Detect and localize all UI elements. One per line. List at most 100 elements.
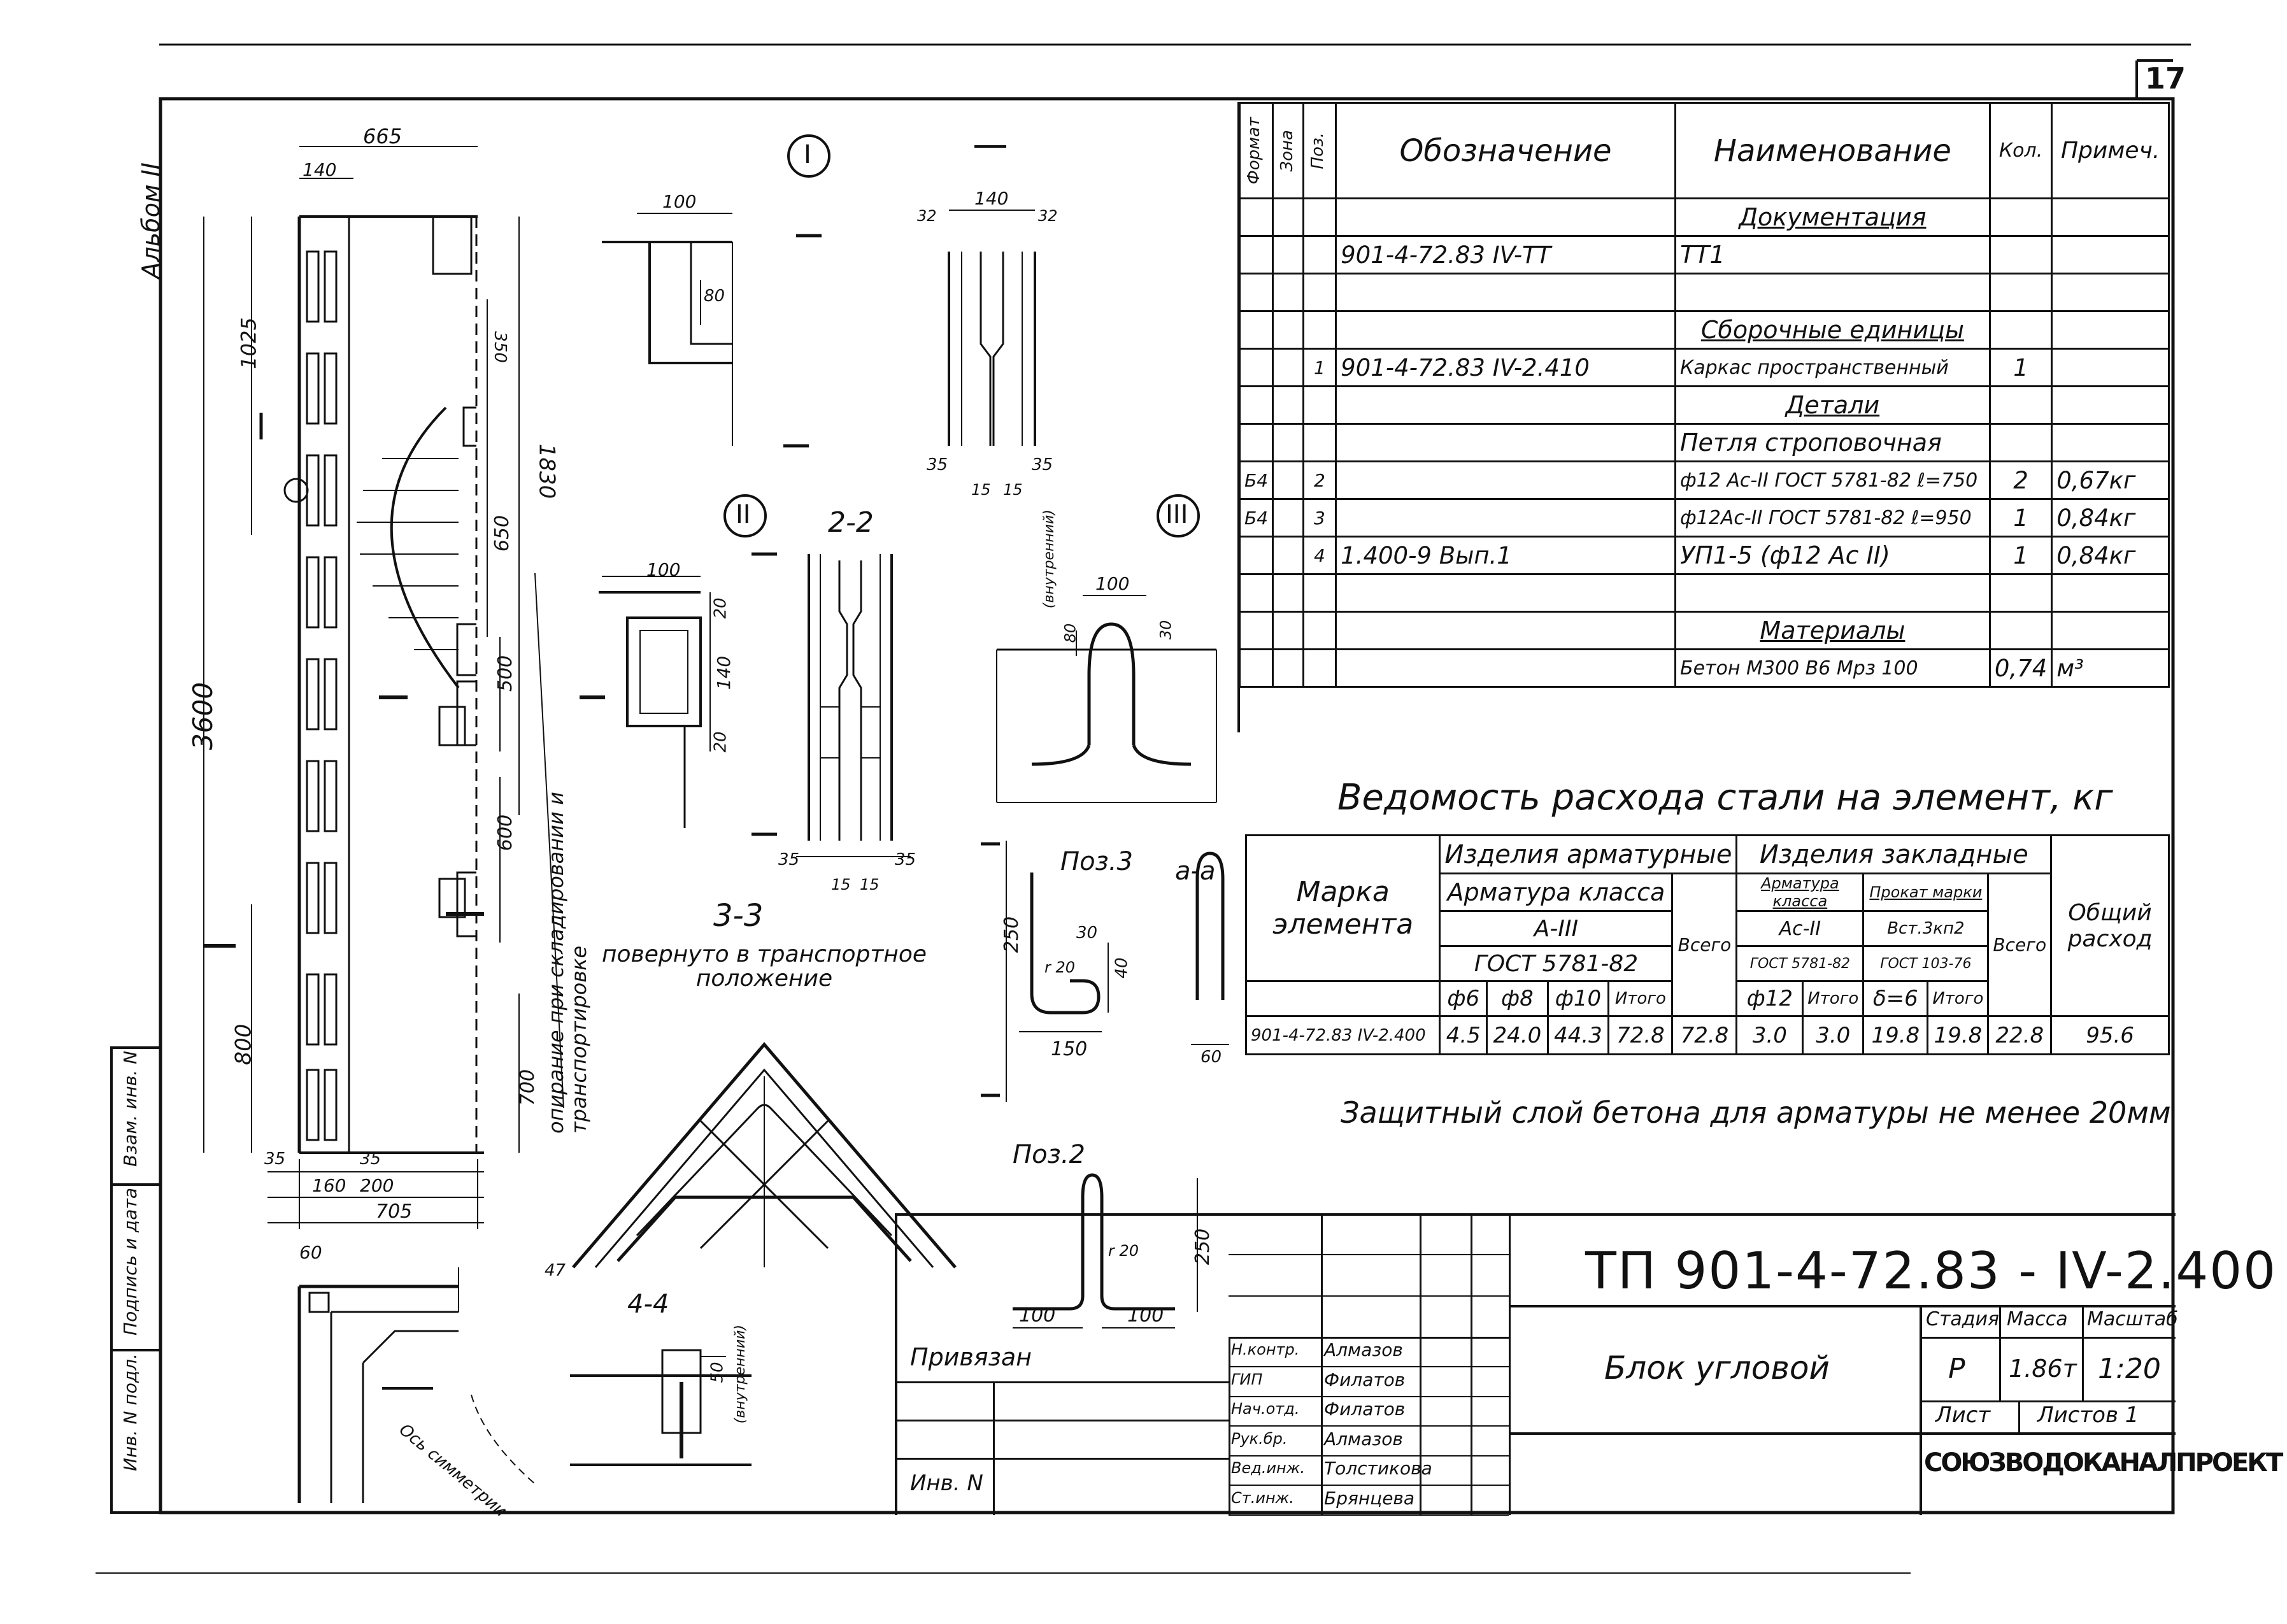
spec-cell-name: УП1-5 (ф12 Ас II) [1674,536,1991,575]
dim-140-II: 140 [713,656,734,690]
steel-h-embed: Изделия закладные [1735,834,2053,874]
dim-250-pos3: 250 [1001,916,1023,953]
spec-h-zone: Зона [1278,129,1297,172]
label-detail-II: II [736,500,751,529]
dim-35-sec1-r: 35 [1032,455,1053,474]
dim-80-III: 80 [1061,623,1079,643]
dim-150-pos3: 150 [1051,1038,1088,1060]
spec-cell-pos: 1 [1302,348,1337,387]
spec-cell-pos [1302,423,1337,462]
dim-650: 650 [491,515,513,552]
dim-80-III-text: 80 [1061,623,1079,643]
spec-header-row: Формат Зона Поз. Обозначение Наименовани… [1238,102,2170,199]
dim-500-text: 500 [494,655,517,692]
steel-row-total: 72.8 [1671,1015,1738,1055]
dim-15-sec1-l: 15 [971,481,991,499]
dim-35-left: 35 [264,1150,286,1169]
dim-800-text: 800 [231,1023,257,1065]
spec-cell-pos: 3 [1302,498,1337,538]
spec-row [1238,573,2170,613]
spec-cell-pos [1302,385,1337,425]
pos3-drawing [981,841,1229,1102]
label-section-3-3: 3-3 [713,898,764,934]
dim-100-III: 100 [1095,573,1130,594]
spec-cell-name: Петля строповочная [1674,423,1991,462]
cover-note: Защитный слой бетона для арматуры не мен… [1341,1095,2171,1130]
steel-row-d12: 3.0 [1735,1015,1804,1055]
steel-h-overall: Общий расход [2050,834,2170,1017]
stage-label: Стадия [1926,1308,2000,1330]
plan-view-corner [297,1267,536,1503]
spec-h-qty: Кол. [1988,102,2053,199]
spec-cell-designation [1335,273,1676,312]
spec-cell-format [1238,235,1274,274]
dim-705: 705 [376,1200,413,1223]
spec-cell-note [2051,310,2170,350]
dim-40-pos3-text: 40 [1112,957,1132,979]
spec-cell-designation: 1.400-9 Вып.1 [1335,536,1676,575]
spec-h-name: Наименование [1674,102,1991,199]
object-name: Блок угловой [1604,1350,1830,1386]
steel-h-gost3: ГОСТ 103-76 [1862,945,1990,982]
spec-cell-note: 0,84кг [2051,536,2170,575]
spec-cell-zone [1272,310,1304,350]
detail-section-1 [796,145,1036,446]
spec-cell-qty: 1 [1988,498,2053,538]
spec-cell-zone [1272,273,1304,312]
dim-200: 200 [360,1175,394,1196]
steel-row-d8: 24.0 [1486,1015,1549,1055]
dim-100-pos2-l: 100 [1019,1304,1056,1327]
spec-cell-format [1238,197,1274,237]
spec-cell-zone [1272,573,1304,613]
dim-47: 47 [545,1261,566,1280]
left-strip-frame [110,1046,162,1514]
signer-role: Рук.бр. [1231,1429,1288,1448]
spec-cell-format [1238,348,1274,387]
dim-140-II-text: 140 [713,655,735,690]
steel-h-d12: ф12 [1735,980,1804,1017]
spec-cell-qty [1988,310,2053,350]
steel-row-itogo: 72.8 [1607,1015,1674,1055]
dim-35-right: 35 [360,1150,381,1169]
spec-cell-name [1674,273,1991,312]
spec-cell-format [1238,423,1274,462]
spec-cell-pos [1302,611,1337,650]
label-section-2-2: 2-2 [828,506,874,539]
spec-cell-qty [1988,235,2053,274]
steel-row-overall: 95.6 [2050,1015,2170,1055]
dim-15-sec22-r: 15 [860,876,880,894]
dim-500: 500 [494,655,517,692]
steel-h-d6: ф6 [1439,980,1488,1017]
spec-cell-designation [1335,310,1676,350]
spec-row [1238,273,2170,312]
label-section-4-4: 4-4 [627,1290,669,1319]
dim-1830-text: 1830 [534,443,560,499]
steel-h-rebar2: Арматура класса [1735,873,1865,912]
specification-table: Формат Зона Поз. Обозначение Наименовани… [1238,102,2170,688]
signer-name: Толстикова [1324,1458,1432,1479]
dim-32-left: 32 [917,207,937,225]
signer-name: Алмазов [1324,1339,1403,1360]
dim-r20-pos2: r 20 [1108,1242,1139,1260]
dim-250-pos3-text: 250 [1001,916,1023,953]
spec-cell-pos [1302,235,1337,274]
dim-800: 800 [231,1024,256,1065]
spec-cell-qty: 2 [1988,460,2053,500]
dim-250-pos2-text: 250 [1192,1228,1215,1265]
spec-cell-format [1238,385,1274,425]
steel-row-delta: 19.8 [1862,1015,1929,1055]
spec-cell-designation [1335,460,1676,500]
spec-cell-note [2051,611,2170,650]
spec-cell-designation [1335,573,1676,613]
label-section-a-a: а-а [1175,857,1216,886]
detail-II [599,494,767,828]
dim-100-pos2-r: 100 [1127,1304,1164,1327]
dim-100-I: 100 [662,191,697,212]
dim-35-sec1-l: 35 [927,455,948,474]
spec-cell-qty: 1 [1988,348,2053,387]
